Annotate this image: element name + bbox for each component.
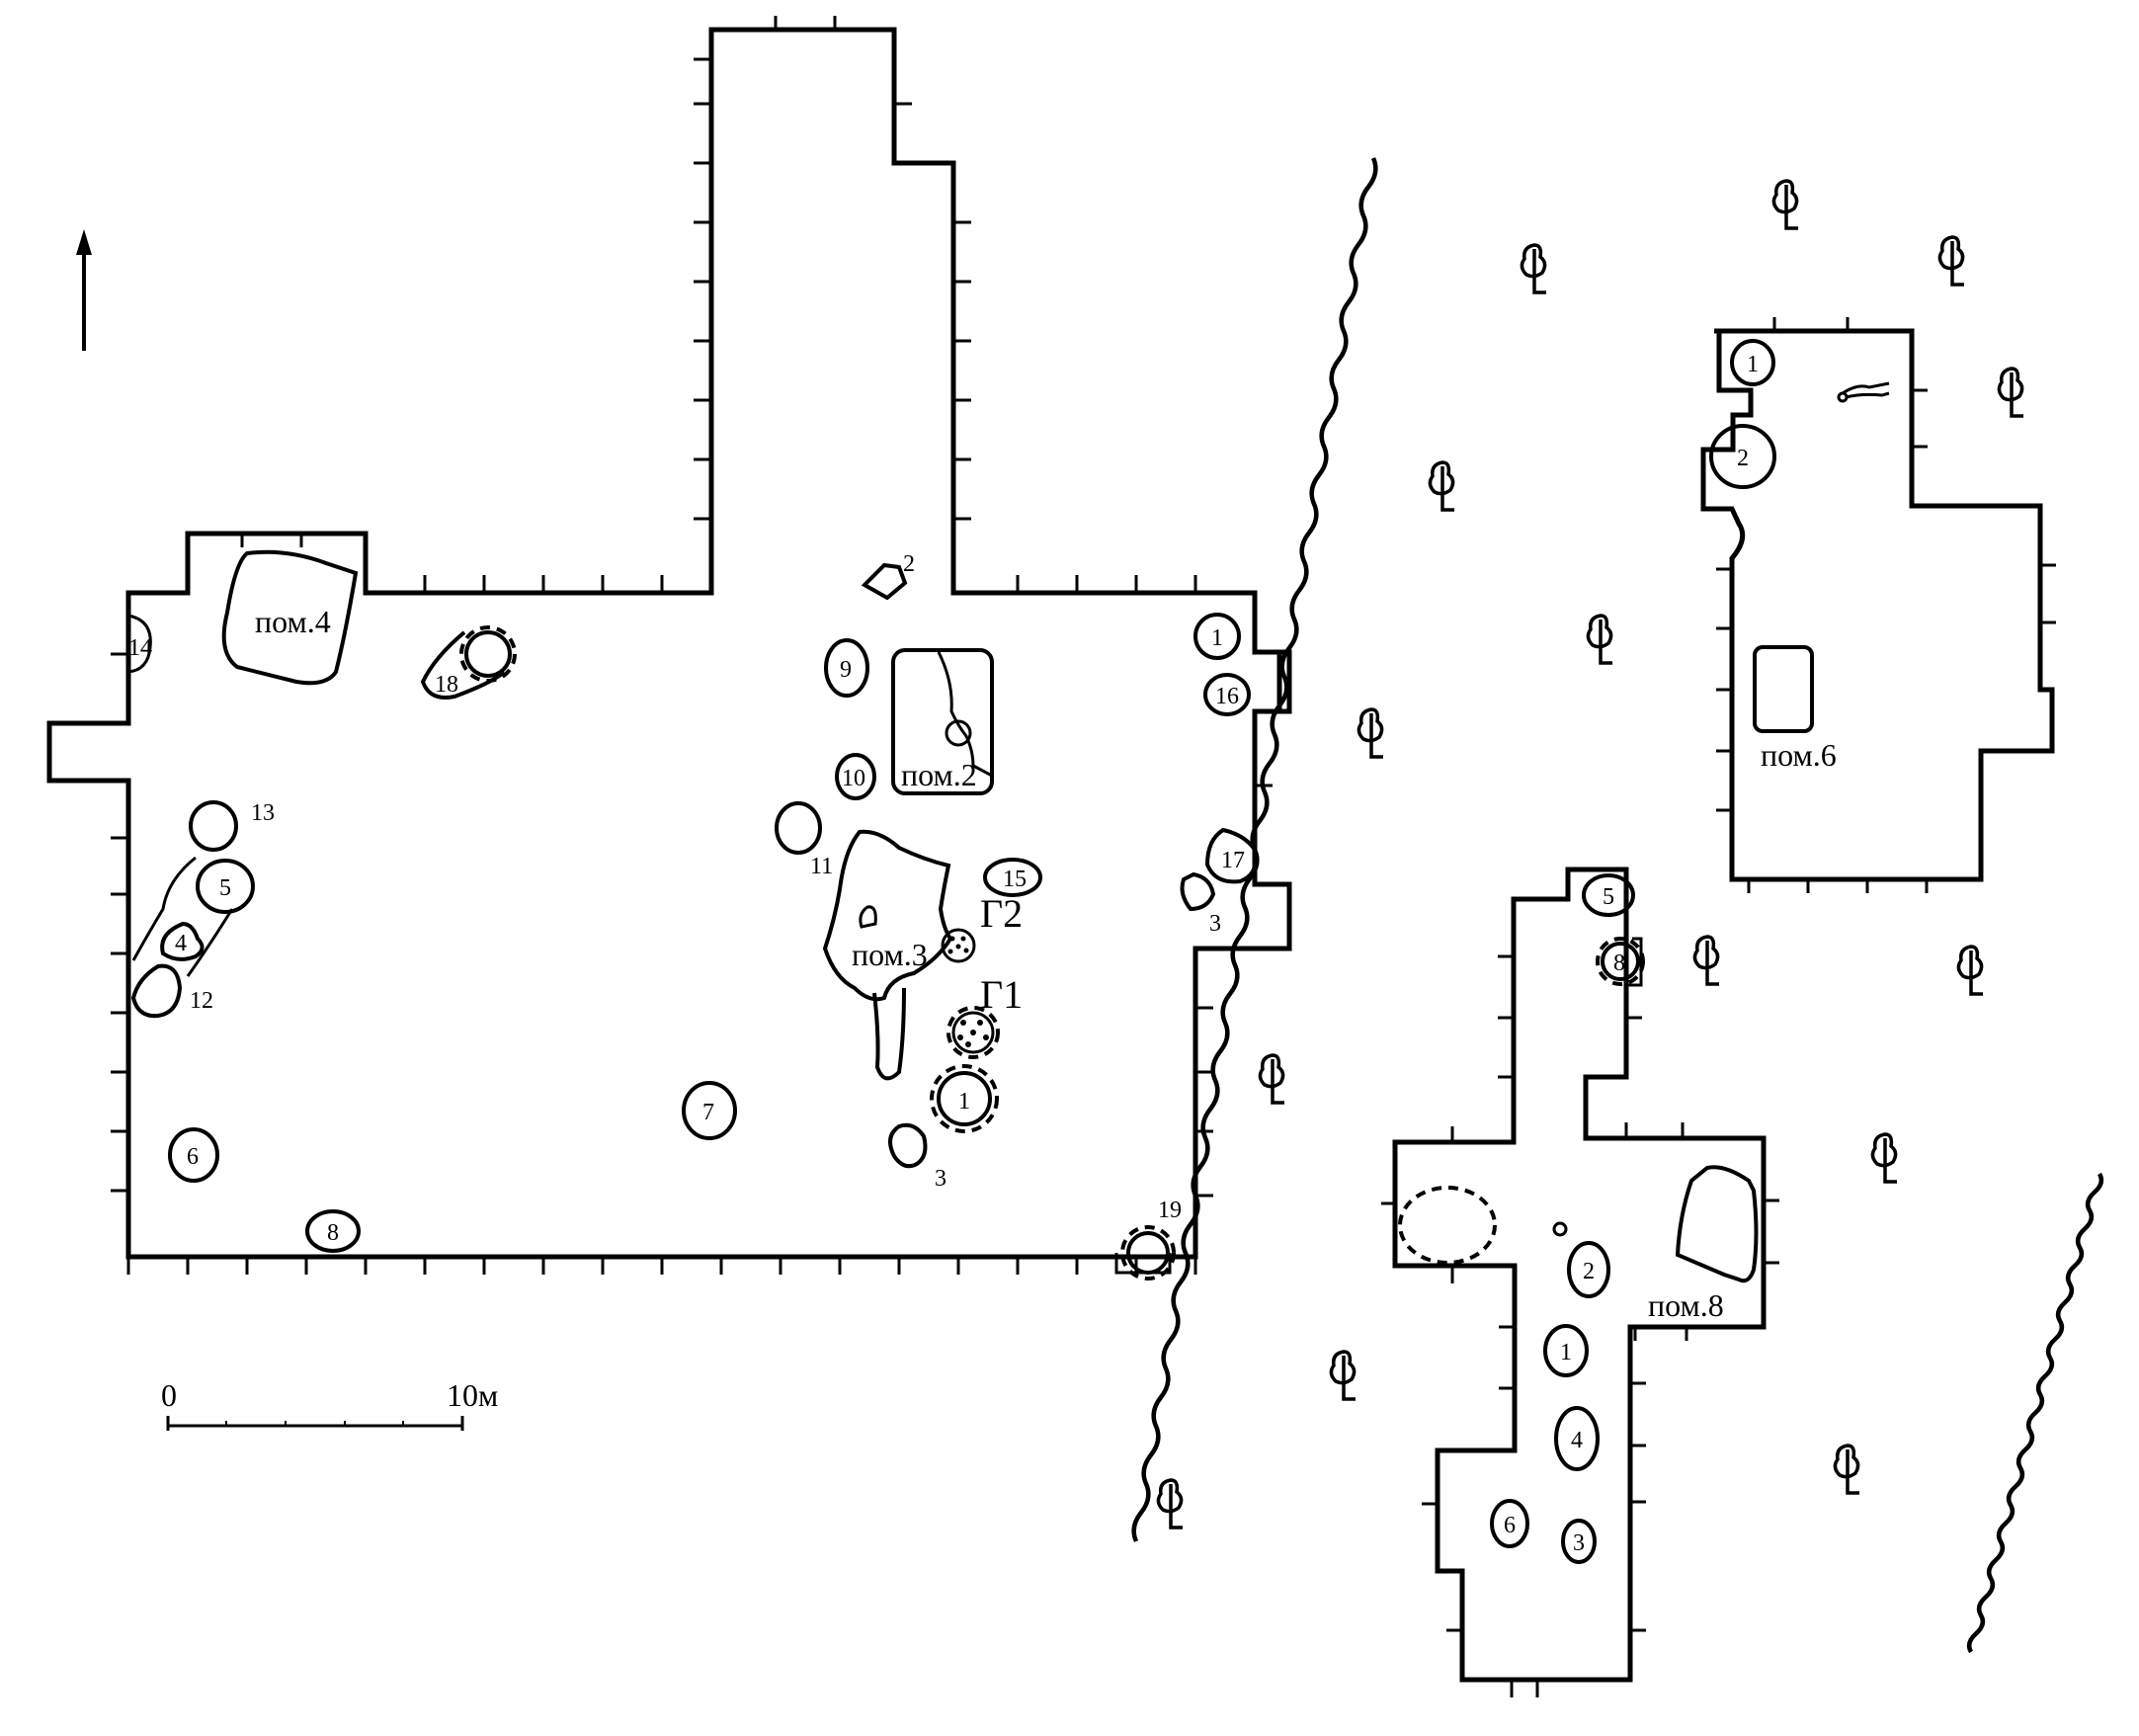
- pit-2-label: 2: [903, 551, 915, 577]
- tree-icon: [1692, 935, 1720, 986]
- bone-artifact-icon: [1842, 381, 1890, 399]
- pit-19-label: 19: [1158, 1198, 1182, 1223]
- left-excavation-ticks: [111, 16, 1273, 1275]
- ur-pit-1-label: 1: [1747, 352, 1759, 377]
- pit-7-label: 7: [702, 1100, 714, 1125]
- room-2-label: пом.2: [901, 757, 977, 792]
- pit-14-label: 14: [128, 635, 152, 661]
- room-3-label: пом.3: [852, 937, 928, 972]
- pit-3b-label: 3: [1209, 911, 1221, 937]
- pit-14-outline: [127, 614, 152, 674]
- erosion-boundary-line-right: [1966, 1172, 2104, 1654]
- pit-5-label: 5: [219, 875, 231, 901]
- pit-13-label: 13: [251, 800, 275, 826]
- tree-icon: [1937, 235, 1965, 287]
- lower-right-excavation-walls: [1392, 867, 1767, 1683]
- pit-6-label: 6: [187, 1144, 199, 1170]
- hearth-2: [941, 928, 976, 963]
- pit-10-label: 10: [842, 766, 865, 791]
- north-arrow: [76, 229, 92, 351]
- tree-icon: [1156, 1478, 1184, 1529]
- lr-pit-8-label: 8: [1613, 951, 1625, 976]
- tree-symbols: [1156, 179, 2024, 1529]
- lr-pit-5-label: 5: [1603, 884, 1614, 910]
- room-8-outline: [1675, 1165, 1759, 1283]
- lower-right-features: 5 8 2 пом.8 1 4 6 3: [1398, 873, 1759, 1564]
- tree-icon: [1586, 614, 1613, 665]
- hearth-2-label: Г2: [980, 891, 1023, 936]
- hearth-1-label: Г1: [980, 972, 1023, 1017]
- tree-icon: [1329, 1350, 1357, 1401]
- left-excavation-features: пом.4 14 18 13 5 4 12 6 8 7 2: [127, 549, 1258, 1281]
- hearth-2-stones: [947, 936, 969, 954]
- pit-11-label: 11: [810, 854, 833, 879]
- pit-3-label: 3: [935, 1166, 946, 1192]
- scale-start-label: 0: [161, 1377, 177, 1413]
- pit-18-label: 18: [435, 672, 458, 698]
- lr-pit-6-label: 6: [1504, 1513, 1516, 1538]
- lr-pit-1-label: 1: [1560, 1340, 1572, 1365]
- room-8-label: пом.8: [1648, 1287, 1724, 1323]
- room-4-outline: [221, 549, 359, 686]
- pit-1b-label: 1: [1211, 625, 1223, 651]
- tree-icon: [1956, 945, 1984, 996]
- room-2-outline: [891, 648, 994, 795]
- pit-12-label: 12: [190, 988, 213, 1014]
- scale-end-label: 10м: [447, 1377, 498, 1413]
- pit-15-label: 15: [1003, 867, 1027, 892]
- scale-bar: 0 10м: [161, 1377, 498, 1431]
- pit-8-label: 8: [327, 1220, 339, 1246]
- pit-1-label: 1: [958, 1089, 970, 1115]
- pit-4-label: 4: [175, 931, 187, 956]
- pit-17-label: 17: [1221, 848, 1245, 873]
- hearth-1-stones: [957, 1020, 989, 1047]
- tree-icon: [1258, 1053, 1285, 1105]
- tree-icon: [1833, 1444, 1860, 1495]
- hearth-1: [951, 1011, 995, 1054]
- upper-right-excavation-walls: [1700, 328, 2055, 882]
- room-3-outline: [822, 829, 953, 1002]
- tree-icon: [1357, 707, 1384, 759]
- lr-pit-2-label: 2: [1583, 1259, 1595, 1284]
- room-6-outline: [1753, 645, 1814, 733]
- right-excavation-ticks: [1381, 317, 2056, 1697]
- pit-16-label: 16: [1215, 684, 1239, 709]
- erosion-boundary-line-left: [1131, 157, 1378, 1542]
- left-excavation-walls: [46, 27, 1292, 1260]
- tree-icon: [1997, 367, 2024, 418]
- tree-icon: [1428, 460, 1455, 512]
- room-6-label: пом.6: [1761, 737, 1837, 773]
- pit-18-outline: [420, 630, 506, 700]
- upper-right-features: 1 2 пом.6: [1709, 339, 1890, 773]
- tree-icon: [1771, 179, 1799, 230]
- tree-icon: [1520, 243, 1547, 294]
- ur-pit-2-label: 2: [1737, 446, 1749, 471]
- lr-pit-4-label: 4: [1571, 1428, 1583, 1453]
- lr-pit-3-label: 3: [1573, 1530, 1585, 1556]
- room-4-label: пом.4: [255, 604, 331, 639]
- pit-9-label: 9: [840, 657, 852, 683]
- tree-icon: [1870, 1132, 1898, 1184]
